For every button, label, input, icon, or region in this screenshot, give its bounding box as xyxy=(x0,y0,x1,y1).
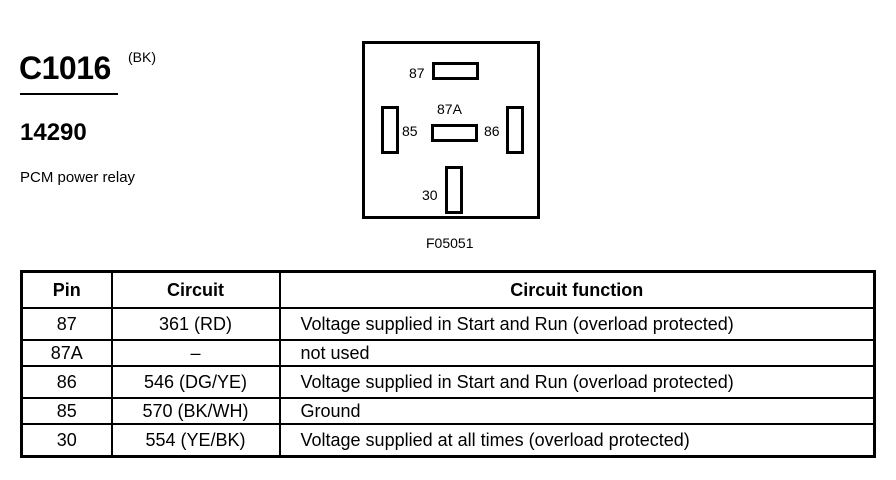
terminal-85-label: 85 xyxy=(402,123,418,139)
terminal-30-label: 30 xyxy=(422,187,438,203)
circuit-cell: 554 (YE/BK) xyxy=(110,423,281,458)
circuit-cell: 361 (RD) xyxy=(110,307,281,341)
terminal-87a xyxy=(431,124,478,142)
pin-table: Pin Circuit Circuit function 87 361 (RD)… xyxy=(20,270,876,458)
connector-description: PCM power relay xyxy=(20,169,136,186)
header-pin: Pin xyxy=(20,270,113,309)
header-circuit: Circuit xyxy=(110,270,281,309)
figure-id: F05051 xyxy=(426,235,474,251)
terminal-87a-label: 87A xyxy=(437,101,462,117)
function-cell: Voltage supplied in Start and Run (overl… xyxy=(278,307,876,341)
title-underline xyxy=(20,93,118,95)
relay-connector-diagram: 87 87A 85 86 30 xyxy=(362,41,540,219)
table-header-row: Pin Circuit Circuit function xyxy=(20,270,876,309)
circuit-cell: 570 (BK/WH) xyxy=(110,397,281,425)
table-row: 85 570 (BK/WH) Ground xyxy=(20,397,876,425)
terminal-30 xyxy=(445,166,463,214)
terminal-87-label: 87 xyxy=(409,65,425,81)
table-row: 87 361 (RD) Voltage supplied in Start an… xyxy=(20,307,876,341)
function-cell: not used xyxy=(278,339,876,367)
function-cell: Voltage supplied in Start and Run (overl… xyxy=(278,365,876,399)
header-circuit-function: Circuit function xyxy=(278,270,876,309)
pin-cell: 87 xyxy=(20,307,113,341)
table-row: 87A – not used xyxy=(20,339,876,367)
table-row: 86 546 (DG/YE) Voltage supplied in Start… xyxy=(20,365,876,399)
terminal-85 xyxy=(381,106,399,154)
function-cell: Voltage supplied at all times (overload … xyxy=(278,423,876,458)
circuit-cell: – xyxy=(110,339,281,367)
terminal-86-label: 86 xyxy=(484,123,500,139)
table-row: 30 554 (YE/BK) Voltage supplied at all t… xyxy=(20,423,876,458)
terminal-87 xyxy=(432,62,479,80)
connector-id: C1016 xyxy=(19,50,111,86)
pin-cell: 85 xyxy=(20,397,113,425)
connector-color: (BK) xyxy=(128,49,156,65)
pin-cell: 30 xyxy=(20,423,113,458)
terminal-86 xyxy=(506,106,524,154)
pin-cell: 87A xyxy=(20,339,113,367)
pin-cell: 86 xyxy=(20,365,113,399)
circuit-cell: 546 (DG/YE) xyxy=(110,365,281,399)
function-cell: Ground xyxy=(278,397,876,425)
part-number: 14290 xyxy=(20,119,87,146)
